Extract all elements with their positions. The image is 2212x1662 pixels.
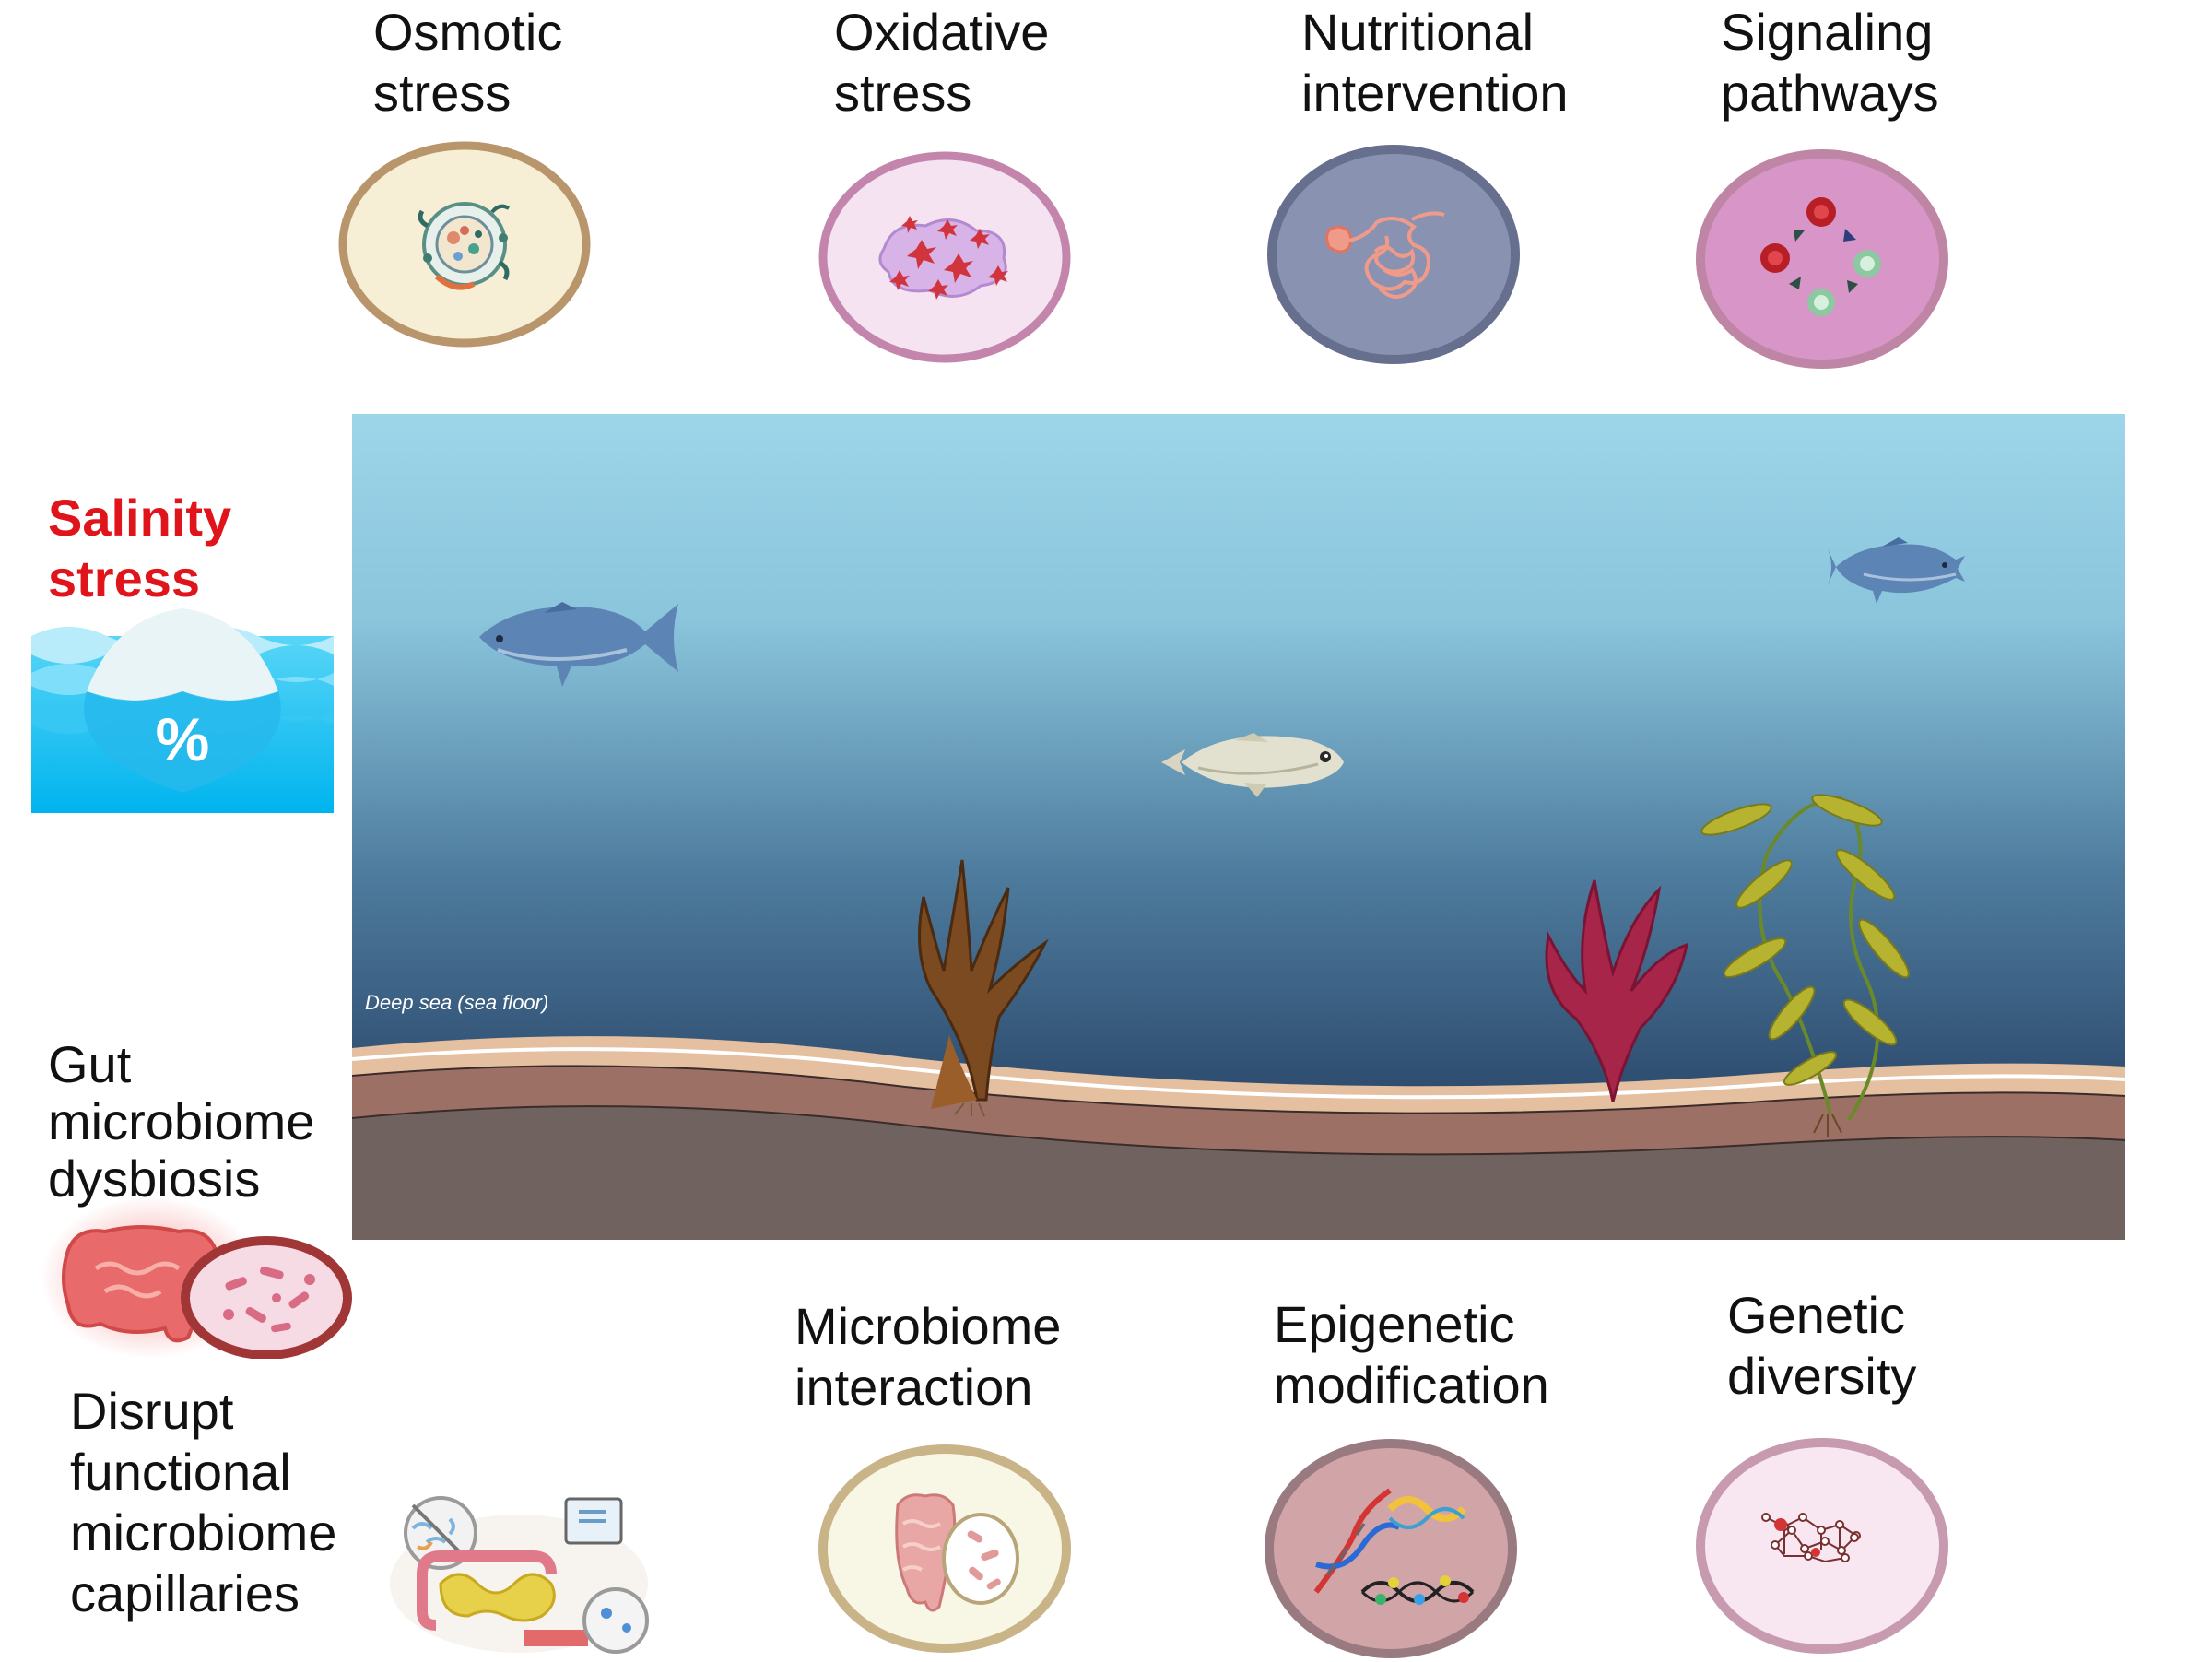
dish-genetic-diversity — [1692, 1434, 1952, 1657]
label-epigenetic-modification: Epigenetic modification — [1274, 1295, 1549, 1414]
osmotic-cell-icon — [338, 141, 591, 348]
kelp-icon — [1700, 794, 1910, 1137]
gut-dysbiosis-icon — [41, 1195, 354, 1359]
fish-icon — [479, 602, 678, 687]
dish-microbiome-interaction — [815, 1441, 1075, 1656]
label-oxidative-stress: Oxidative stress — [834, 3, 1050, 122]
label-signaling-pathways: Signaling pathways — [1721, 3, 1939, 122]
label-gut-microbiome-dysbiosis: Gut microbiome dysbiosis — [48, 1035, 315, 1208]
seaweed-icon — [918, 859, 1049, 1117]
red-algae-icon — [1545, 879, 1688, 1102]
salinity-water-icon: % — [31, 608, 334, 813]
dish-nutritional-intervention — [1265, 141, 1523, 368]
label-microbiome-interaction: Microbiome interaction — [794, 1297, 1062, 1416]
label-genetic-diversity: Genetic diversity — [1727, 1286, 1917, 1405]
salinity-icon-text: % — [156, 705, 210, 773]
ocean-scene: Deep sea (sea floor) — [352, 414, 2125, 1240]
fish-icon — [1161, 733, 1344, 797]
label-nutritional-intervention: Nutritional intervention — [1301, 3, 1569, 122]
dish-oxidative-stress — [815, 147, 1075, 367]
label-disrupt-functional-microbiome-capillaries: Disrupt functional microbiome capillarie… — [70, 1382, 337, 1622]
genetic-network-icon — [1696, 1438, 1948, 1654]
fish-icon — [1827, 537, 1965, 604]
signaling-cycle-icon — [1696, 149, 1948, 369]
dish-signaling-pathways — [1692, 146, 1952, 372]
scene-caption: Deep sea (sea floor) — [365, 991, 548, 1014]
label-salinity-stress: Salinity stress — [48, 489, 232, 607]
microbiome-capillaries-icon — [385, 1491, 653, 1657]
dna-helix-icon — [1265, 1439, 1517, 1658]
dish-osmotic-stress — [335, 138, 594, 350]
intestine-icon — [1267, 145, 1520, 364]
microbiome-interaction-icon — [818, 1444, 1071, 1653]
dish-epigenetic-modification — [1261, 1435, 1521, 1662]
oxidative-cell-icon — [818, 151, 1071, 363]
label-osmotic-stress: Osmotic stress — [373, 3, 563, 122]
